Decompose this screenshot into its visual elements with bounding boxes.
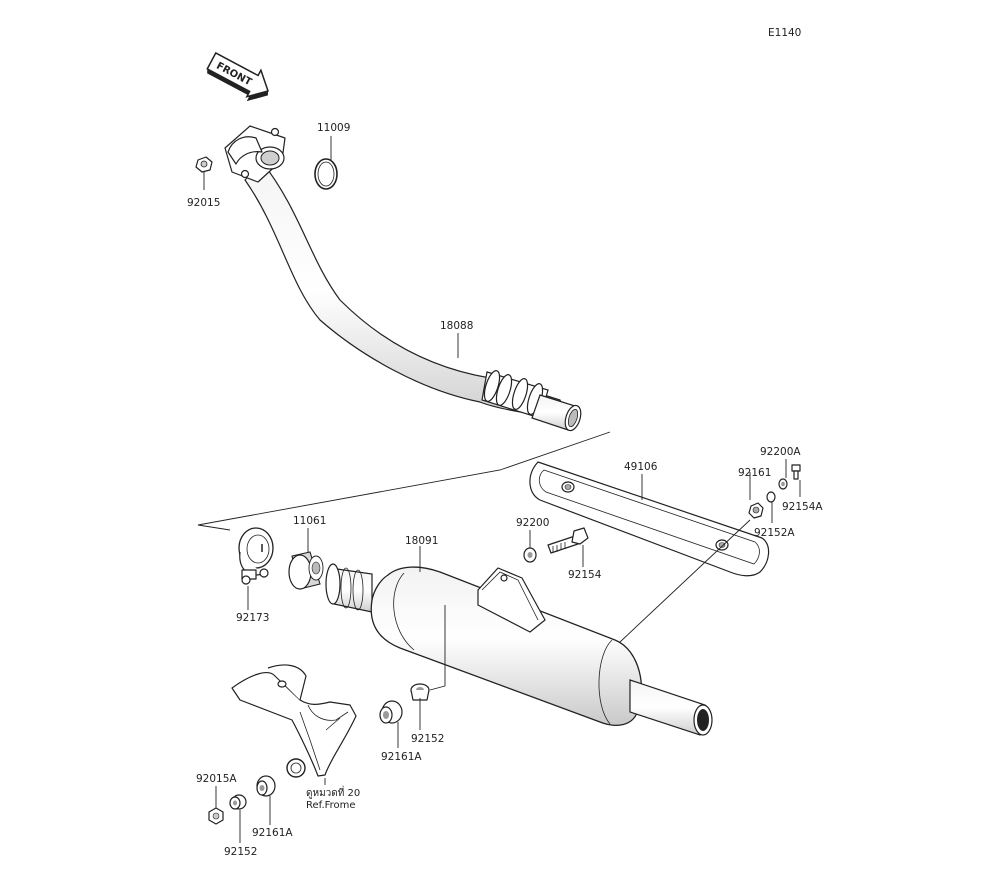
grommet-92161A-upper — [379, 700, 403, 724]
label-11061: 11061 — [293, 515, 326, 527]
ring-lower — [286, 758, 306, 778]
label-92200A: 92200A — [760, 446, 801, 458]
label-92161A-upper: 92161A — [381, 751, 422, 763]
muffler-18091 — [325, 563, 713, 736]
gasket-11061 — [288, 551, 324, 590]
label-92015A: 92015A — [196, 773, 237, 785]
label-11009: 11009 — [317, 122, 350, 134]
label-49106: 49106 — [624, 461, 658, 473]
diagram-code: E1140 — [768, 27, 801, 39]
clamp-92173 — [238, 527, 274, 585]
cutline — [197, 431, 611, 531]
collar-92152-lower — [229, 794, 247, 810]
ref-note-thai: ดูหมวดที่ 20 — [306, 785, 360, 799]
nut-92015A — [208, 807, 224, 825]
collar-92152-upper — [410, 683, 430, 701]
leader-lines — [203, 136, 801, 843]
ref-note-frame: Ref.Frome — [306, 800, 356, 811]
washer-92200 — [523, 547, 537, 563]
label-92161: 92161 — [738, 467, 771, 479]
exhaust-pipe-18088 — [224, 125, 582, 432]
gasket-11009 — [314, 158, 338, 190]
washer-92200A — [778, 478, 788, 490]
front-arrow-icon: FRONT — [206, 51, 269, 102]
label-18088: 18088 — [440, 320, 473, 332]
bolt-92154 — [547, 527, 589, 554]
nut-92015 — [195, 156, 213, 173]
label-18091: 18091 — [405, 535, 438, 547]
label-92152A: 92152A — [754, 527, 795, 539]
label-92200: 92200 — [516, 517, 549, 529]
label-92152-upper: 92152 — [411, 733, 444, 745]
label-92161A-lower: 92161A — [252, 827, 293, 839]
grommet-92161 — [748, 502, 764, 519]
collar-92152A — [766, 491, 776, 503]
label-92154: 92154 — [568, 569, 602, 581]
grommet-92161A-lower — [256, 775, 276, 797]
label-92173: 92173 — [236, 612, 269, 624]
frame-bracket — [231, 664, 357, 777]
heat-shield-49106 — [529, 461, 770, 577]
label-92015: 92015 — [187, 197, 220, 209]
label-92154A: 92154A — [782, 501, 823, 513]
bolt-92154A — [791, 464, 801, 480]
label-92152-lower: 92152 — [224, 846, 257, 858]
